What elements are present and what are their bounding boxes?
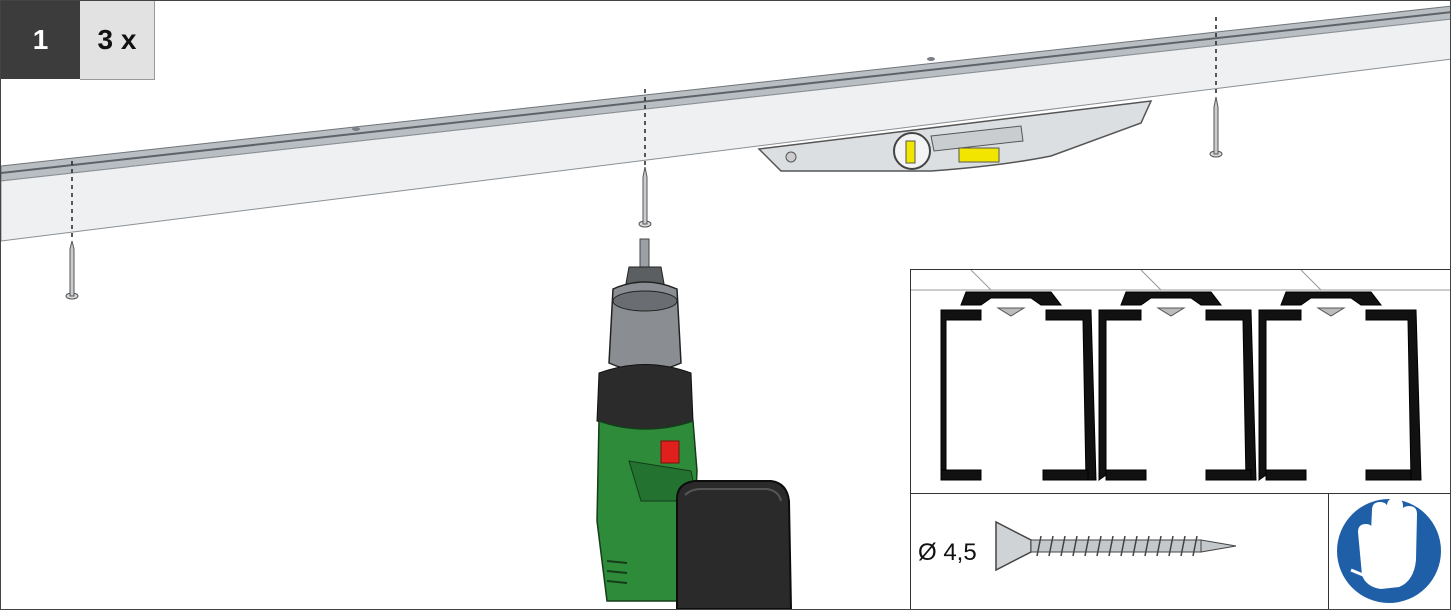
inset-divider-vertical <box>1328 493 1329 609</box>
step-number: 1 <box>1 1 80 79</box>
detail-inset <box>910 269 1450 609</box>
inset-divider-horizontal <box>911 493 1450 494</box>
ceiling-rail <box>1 5 1450 242</box>
screw-middle <box>638 166 652 228</box>
rail-profile-section <box>911 270 1450 603</box>
quantity-badge: 3 x <box>80 1 155 80</box>
screw-diameter-label: Ø 4,5 <box>918 539 977 566</box>
spirit-level <box>757 100 1153 172</box>
cordless-drill-icon <box>596 238 793 609</box>
screw-illustration <box>995 520 1237 572</box>
screw-left <box>65 240 79 300</box>
screw-right <box>1209 96 1223 158</box>
guide-lines <box>71 17 1217 239</box>
hand-glove-icon <box>1337 497 1441 603</box>
